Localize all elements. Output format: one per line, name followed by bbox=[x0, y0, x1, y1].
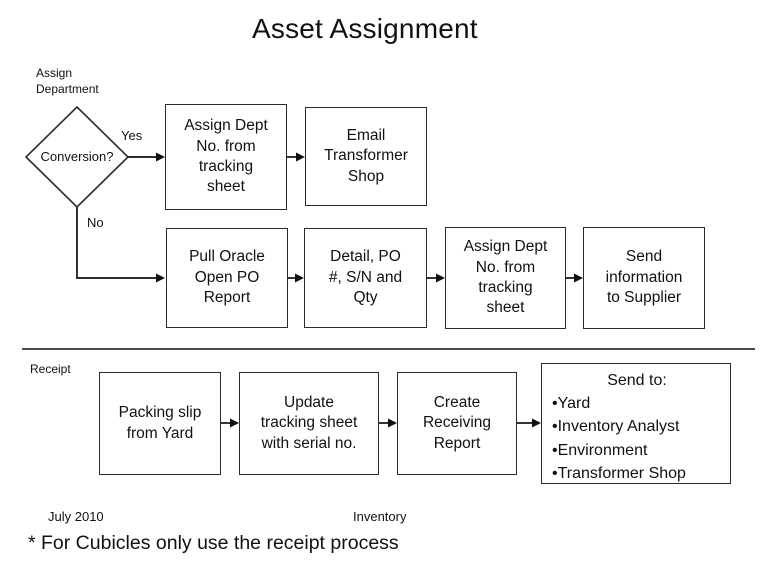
footer-note: * For Cubicles only use the receipt proc… bbox=[28, 532, 399, 554]
arrowhead-receipt-3 bbox=[532, 418, 541, 428]
yes-branch-label: Yes bbox=[121, 128, 143, 143]
arrowhead-receipt-1 bbox=[230, 418, 239, 428]
assign-department-label: Assign Department bbox=[36, 66, 99, 96]
arrowhead-row2-3 bbox=[574, 273, 583, 283]
send-to-item: •Environment bbox=[552, 441, 648, 459]
flow-box-email-transformer-shop: Email Transformer Shop bbox=[305, 107, 427, 206]
flow-box-assign-dept-no: Assign Dept No. from tracking sheet bbox=[445, 227, 566, 329]
decision-label: Conversion? bbox=[40, 149, 114, 164]
flow-box-create-receiving-report: Create Receiving Report bbox=[397, 372, 517, 475]
send-to-header: Send to: bbox=[607, 372, 667, 389]
section-divider bbox=[22, 348, 755, 351]
flow-box-send-info-supplier: Send information to Supplier bbox=[583, 227, 705, 329]
flow-box-update-tracking: Update tracking sheet with serial no. bbox=[239, 372, 379, 475]
flow-box-packing-slip: Packing slip from Yard bbox=[99, 372, 221, 475]
receipt-label: Receipt bbox=[30, 362, 71, 376]
flow-box-pull-oracle-report: Pull Oracle Open PO Report bbox=[166, 228, 288, 328]
arrowhead-row2-1 bbox=[295, 273, 304, 283]
flow-box-send-to: Send to: •Yard •Inventory Analyst •Environ… bbox=[541, 363, 731, 484]
send-to-item: •Inventory Analyst bbox=[552, 418, 680, 436]
send-to-list: •Yard •Inventory Analyst •Environment •Tran… bbox=[552, 392, 722, 485]
no-branch-label: No bbox=[87, 215, 104, 230]
footer-inventory-label: Inventory bbox=[353, 509, 407, 524]
flow-box-assign-dept-yes: Assign Dept No. from tracking sheet bbox=[165, 104, 287, 210]
arrowhead-yes bbox=[156, 152, 165, 162]
send-to-item: •Transformer Shop bbox=[552, 464, 686, 482]
footer-date: July 2010 bbox=[48, 509, 104, 524]
arrowhead-no bbox=[156, 273, 165, 283]
flow-box-detail-po: Detail, PO #, S/N and Qty bbox=[304, 228, 427, 328]
arrowhead-row1 bbox=[296, 152, 305, 162]
page-title: Asset Assignment bbox=[252, 13, 478, 44]
arrowhead-receipt-2 bbox=[388, 418, 397, 428]
send-to-item: •Yard bbox=[552, 395, 591, 413]
arrowhead-row2-2 bbox=[436, 273, 445, 283]
